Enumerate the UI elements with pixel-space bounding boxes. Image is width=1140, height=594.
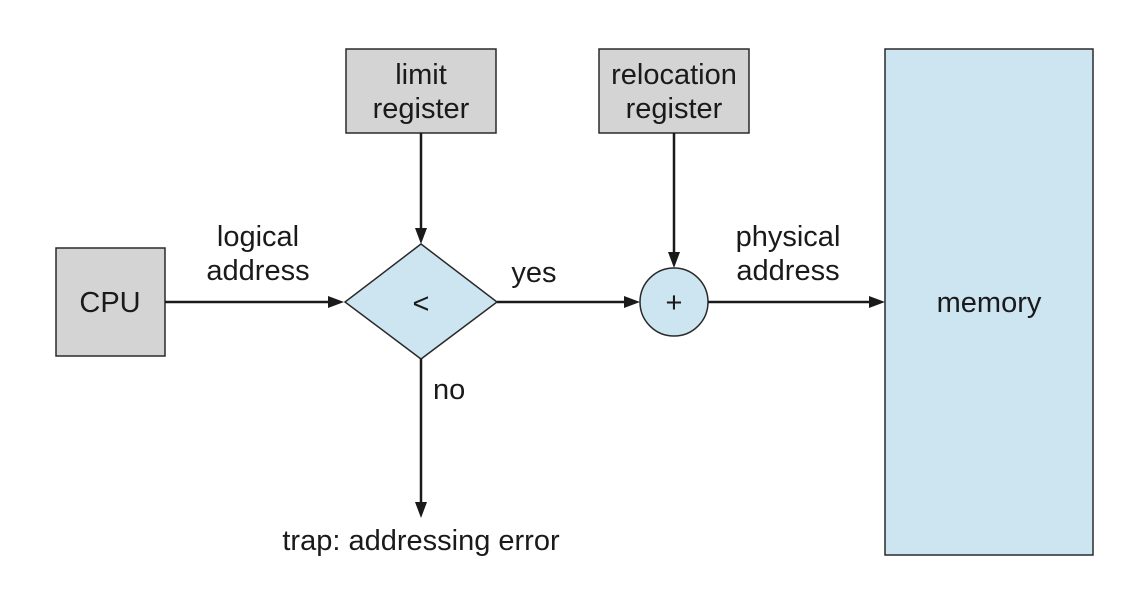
- yes-label: yes: [511, 257, 556, 289]
- relocation-register-label-line2: register: [626, 93, 723, 125]
- limit-register-label-line1: limit: [395, 59, 447, 91]
- physical-address-arrowhead: [869, 296, 885, 308]
- logical-address-label-line1: logical: [217, 221, 299, 253]
- logical-address-arrowhead: [328, 296, 344, 308]
- relocation-register-label-line1: relocation: [611, 59, 737, 91]
- memory-box: [884, 48, 1094, 556]
- cpu-label: CPU: [79, 287, 140, 319]
- limit-register-box: [345, 48, 497, 134]
- yes-arrowhead: [624, 296, 640, 308]
- relocation-register-box: [598, 48, 750, 134]
- adder-symbol: +: [666, 287, 683, 319]
- memory-label: memory: [937, 287, 1042, 319]
- comparator-symbol: <: [413, 288, 430, 320]
- relocation-arrowhead: [668, 252, 680, 268]
- trap-label: trap: addressing error: [282, 525, 560, 557]
- limit-register-label-line2: register: [373, 93, 470, 125]
- physical-address-label-line2: address: [736, 255, 839, 287]
- no-label: no: [433, 374, 465, 406]
- no-arrowhead: [415, 502, 427, 518]
- physical-address-label-line1: physical: [736, 221, 841, 253]
- limit-arrowhead: [415, 228, 427, 244]
- logical-address-label-line2: address: [206, 255, 309, 287]
- cpu-box: [55, 247, 166, 357]
